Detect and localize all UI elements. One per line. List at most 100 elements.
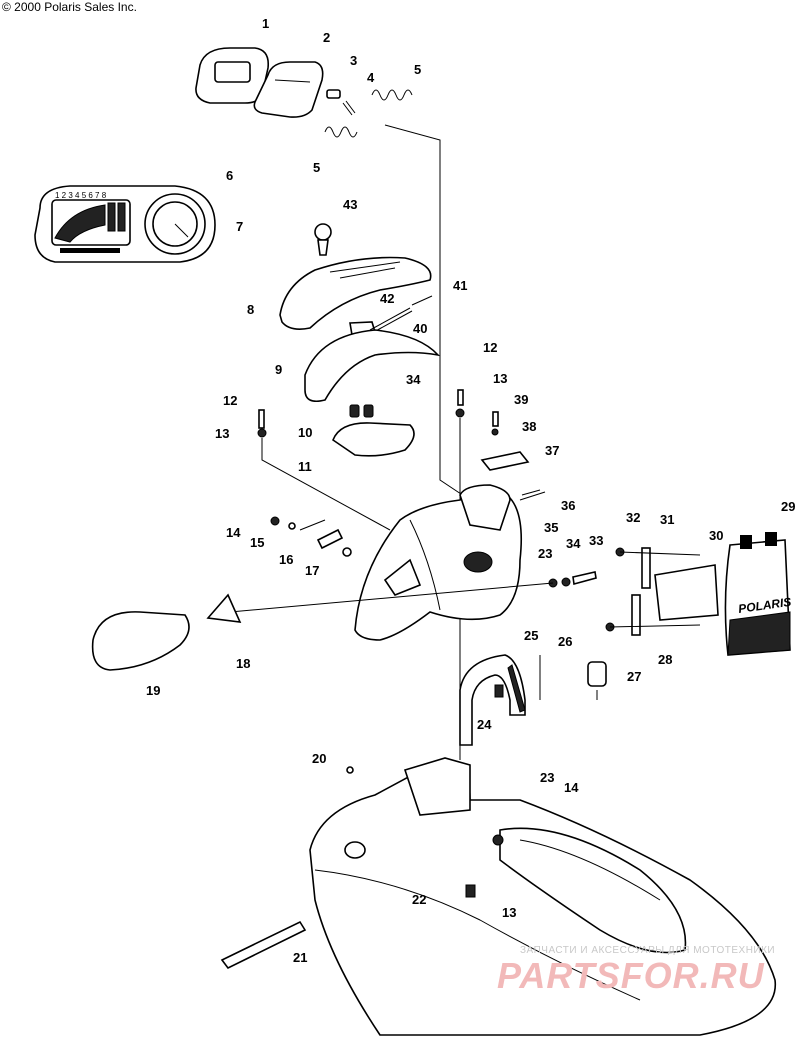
part-10-grommet-a xyxy=(349,404,360,418)
callout-13c: 13 xyxy=(502,905,516,920)
callout-6: 6 xyxy=(226,168,233,183)
part-38-washer xyxy=(491,428,499,436)
callout-18: 18 xyxy=(236,656,250,671)
callout-20: 20 xyxy=(312,751,326,766)
part-28-strap xyxy=(631,594,641,636)
part-13-washer-left xyxy=(257,428,267,438)
callout-9: 9 xyxy=(275,362,282,377)
callout-7: 7 xyxy=(236,219,243,234)
part-5-spring-lower xyxy=(324,126,358,138)
callout-29: 29 xyxy=(781,499,795,514)
part-6-instrument-cluster: 1 2 3 4 5 6 7 8 xyxy=(34,185,216,263)
part-20-plug xyxy=(346,766,354,774)
callout-12a: 12 xyxy=(223,393,237,408)
part-9-seal xyxy=(304,329,441,403)
callout-32: 32 xyxy=(626,510,640,525)
part-5-spring-upper xyxy=(371,89,413,101)
callout-26: 26 xyxy=(558,634,572,649)
callout-31: 31 xyxy=(660,512,674,527)
callout-11: 11 xyxy=(298,459,312,474)
part-33-bolt xyxy=(572,571,597,586)
part-11-pad xyxy=(332,422,415,457)
callout-41: 41 xyxy=(453,278,467,293)
callout-2: 2 xyxy=(323,30,330,45)
callout-16: 16 xyxy=(279,552,293,567)
callout-labels: 1 2 3 4 5 5 6 7 43 8 42 41 40 9 34 10 11… xyxy=(146,16,795,965)
callout-39: 39 xyxy=(514,392,528,407)
part-10-grommet-b xyxy=(363,404,374,418)
callout-23a: 23 xyxy=(538,546,552,561)
copyright-text: © 2000 Polaris Sales Inc. xyxy=(2,0,137,14)
part-30-decal xyxy=(654,564,719,621)
part-15-washer xyxy=(288,522,296,530)
part-22-nut xyxy=(465,884,476,898)
part-18-mount xyxy=(206,593,242,623)
callout-22: 22 xyxy=(412,892,426,907)
part-31-strap xyxy=(641,547,651,589)
part-13-washer-lower xyxy=(492,834,504,846)
part-24-bolt xyxy=(494,684,504,698)
callout-14b: 14 xyxy=(564,780,579,795)
callout-21: 21 xyxy=(293,950,307,965)
part-14-nut xyxy=(270,516,280,526)
callout-23b: 23 xyxy=(540,770,554,785)
callout-17: 17 xyxy=(305,563,319,578)
part-39-screw xyxy=(492,411,499,427)
callout-37: 37 xyxy=(545,443,559,458)
callout-27: 27 xyxy=(627,669,641,684)
part-25-grab-handle xyxy=(459,654,526,746)
callout-33: 33 xyxy=(589,533,603,548)
callout-8: 8 xyxy=(247,302,254,317)
part-40-rod xyxy=(369,307,413,334)
watermark-logo: PARTSFOR.RU xyxy=(497,955,765,996)
part-36-clip xyxy=(519,489,546,501)
part-1-bezel xyxy=(195,47,270,104)
callout-3: 3 xyxy=(350,53,357,68)
callout-1: 1 xyxy=(262,16,269,31)
part-13-washer-center xyxy=(455,408,465,418)
callout-10: 10 xyxy=(298,425,312,440)
part-17-screw xyxy=(342,547,352,557)
part-12-bolt-center xyxy=(457,389,464,406)
part-29-hatch: POLARIS xyxy=(724,532,792,656)
callout-30: 30 xyxy=(709,528,723,543)
callout-35: 35 xyxy=(544,520,558,535)
part-8-hood-panel xyxy=(279,256,432,330)
gauge-scale-numbers: 1 2 3 4 5 6 7 8 xyxy=(55,191,107,200)
part-21-bracket xyxy=(220,920,307,970)
callout-38: 38 xyxy=(522,419,536,434)
part-27-cup xyxy=(587,661,607,700)
part-34-washer xyxy=(561,577,571,587)
part-41-pin xyxy=(411,295,433,306)
callout-24: 24 xyxy=(477,717,492,732)
part-43-knob xyxy=(314,223,332,256)
callout-28: 28 xyxy=(658,652,672,667)
part-37-plate xyxy=(480,451,530,471)
callout-5b: 5 xyxy=(313,160,320,175)
callout-14a: 14 xyxy=(226,525,241,540)
callout-13a: 13 xyxy=(215,426,229,441)
part-19-mirror xyxy=(91,611,190,671)
part-35-steering-housing xyxy=(354,484,523,641)
hull-body xyxy=(309,757,777,1036)
callout-25: 25 xyxy=(524,628,538,643)
part-4-pin xyxy=(342,100,356,116)
callout-40: 40 xyxy=(413,321,427,336)
callout-5a: 5 xyxy=(414,62,421,77)
part-8-hinge xyxy=(329,261,401,279)
callout-4: 4 xyxy=(367,70,375,85)
watermark-tagline: ЗАПЧАСТИ И АКСЕССУАРЫ ДЛЯ МОТОТЕХНИКИ xyxy=(520,945,776,956)
callout-43: 43 xyxy=(343,197,357,212)
callout-15: 15 xyxy=(250,535,264,550)
callout-13b: 13 xyxy=(493,371,507,386)
part-12-bolt-left xyxy=(258,409,265,429)
callout-34a: 34 xyxy=(406,372,421,387)
part-3-clip xyxy=(326,89,341,99)
callout-12b: 12 xyxy=(483,340,497,355)
part-16-spring xyxy=(299,519,326,531)
part-2-lens xyxy=(253,61,324,118)
callout-34b: 34 xyxy=(566,536,581,551)
callout-36: 36 xyxy=(561,498,575,513)
part-16-bracket xyxy=(316,528,344,550)
